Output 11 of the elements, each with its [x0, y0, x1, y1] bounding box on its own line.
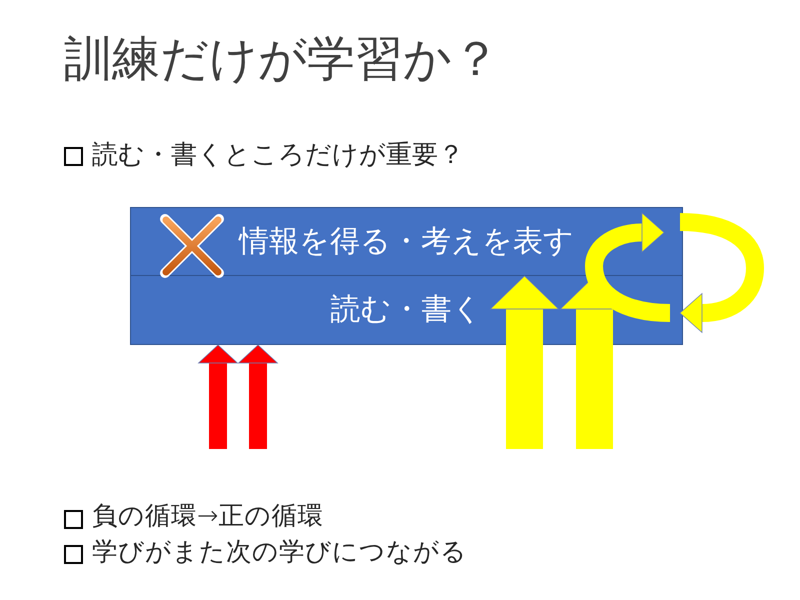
- bullet-text: 読む・書くところだけが重要？: [92, 142, 464, 168]
- band-label: 情報を得る・考えを表す: [239, 227, 574, 257]
- level-band: [130, 207, 683, 276]
- bullet-text: 学びがまた次の学びにつながる: [92, 540, 467, 566]
- arrow: [585, 212, 670, 322]
- bullet-text: 負の循環→正の循環: [92, 504, 324, 530]
- slide-title: 訓練だけが学習か？: [64, 35, 500, 83]
- arrow: [490, 276, 559, 449]
- band-label: 読む・書く: [330, 295, 482, 325]
- arrow: [238, 344, 278, 449]
- arrow: [198, 344, 238, 449]
